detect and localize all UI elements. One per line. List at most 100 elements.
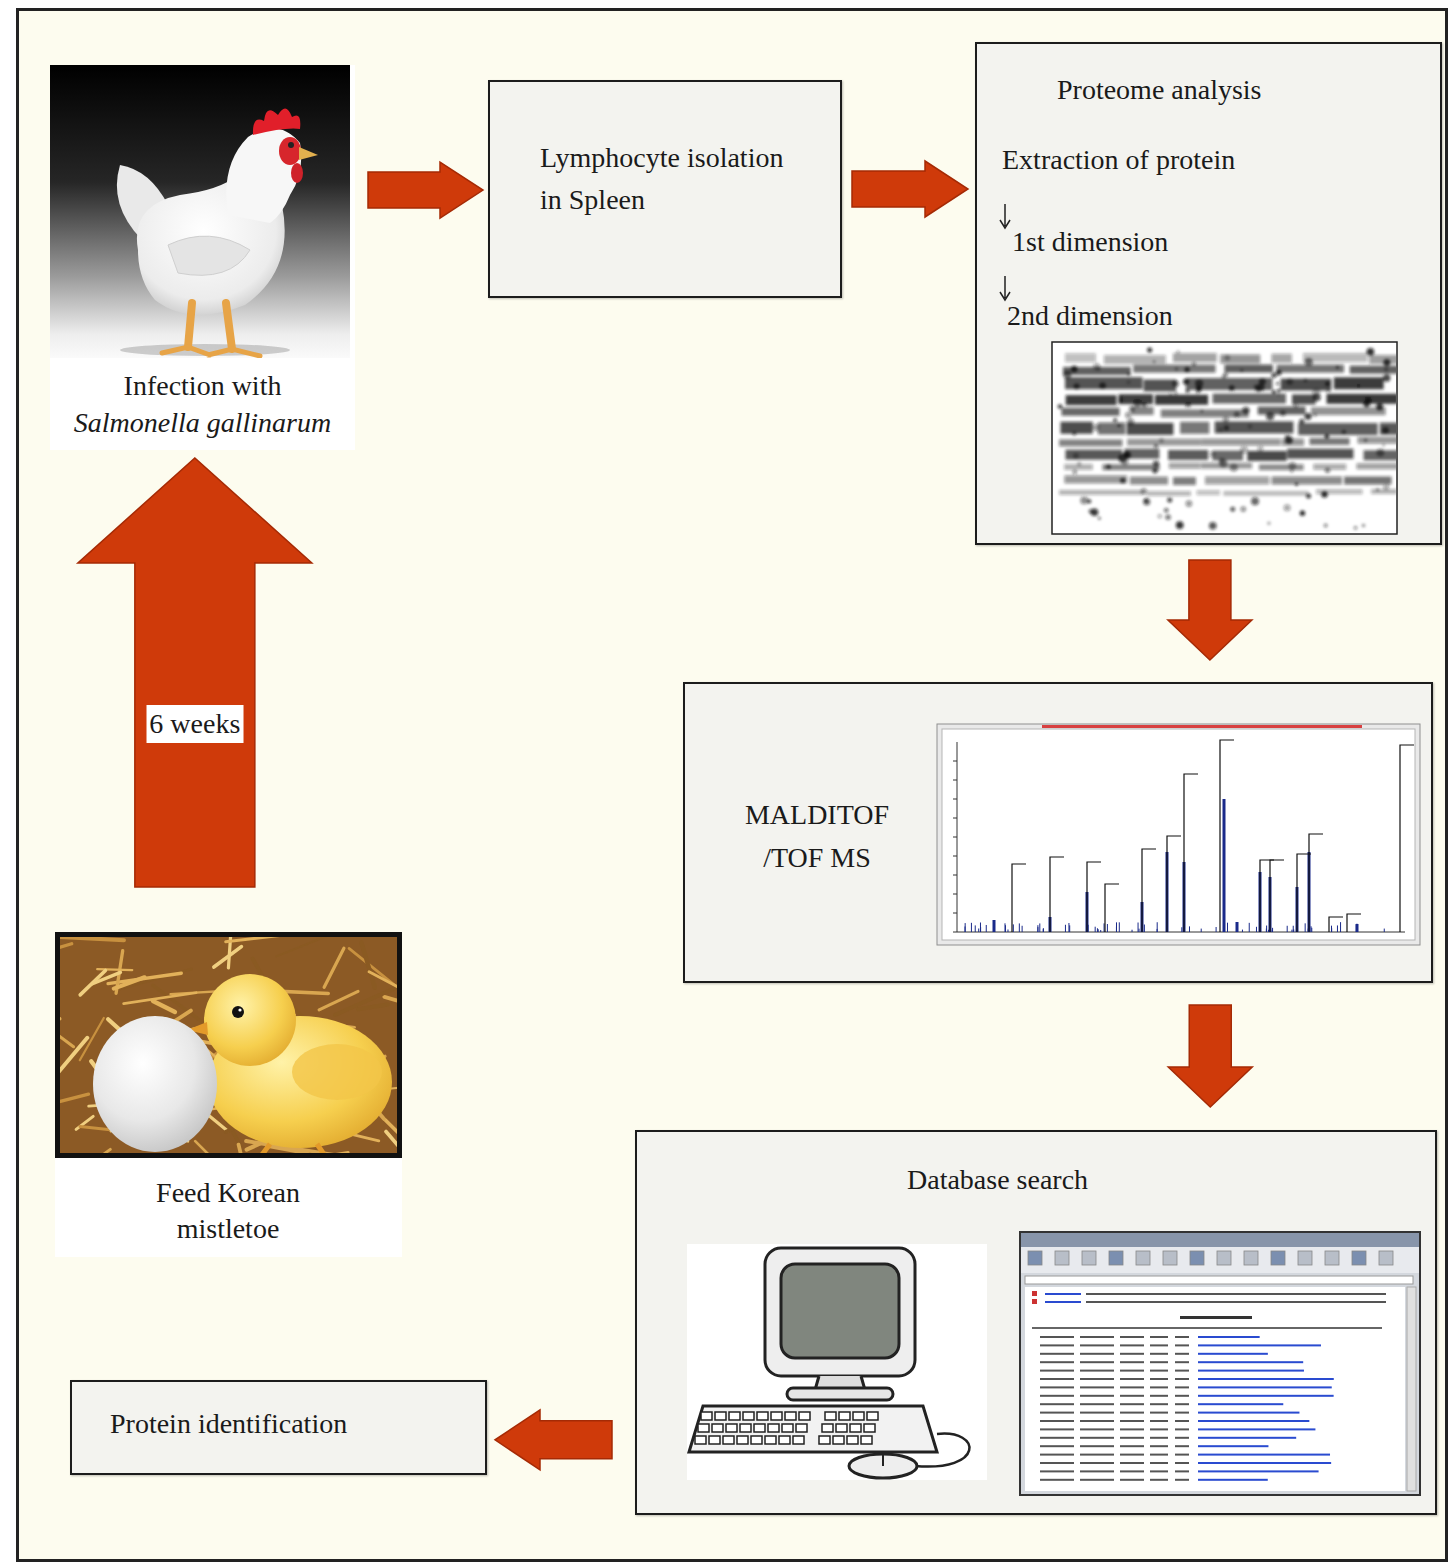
proteome-figure-part	[1354, 526, 1358, 530]
chicken-photo-part	[253, 108, 300, 135]
database-figure-part	[1040, 1479, 1074, 1481]
chick-photo	[55, 932, 402, 1158]
database-figure-part	[1080, 1420, 1114, 1422]
database-figure-part	[1040, 1437, 1074, 1439]
spectrum-figure-part	[1329, 917, 1343, 932]
database-figure-part	[1020, 1232, 1420, 1495]
database-figure-part	[1352, 1251, 1366, 1265]
proteome-figure-part	[1223, 491, 1308, 496]
proteome-figure-part	[1344, 476, 1391, 484]
spectrum-figure-part	[1068, 923, 1069, 932]
node-text: Database search	[907, 1162, 1088, 1198]
proteome-figure-part	[1324, 524, 1328, 528]
proteome-figure-part	[1247, 451, 1286, 461]
proteome-figure-part	[1242, 407, 1249, 414]
spectrum-figure-part	[1119, 922, 1120, 932]
database-figure-part	[793, 1436, 804, 1444]
proteome-figure-part	[1141, 488, 1147, 494]
proteome-figure-part	[1158, 514, 1163, 519]
proteome-figure-part	[1209, 522, 1217, 530]
database-figure-part	[1150, 1336, 1168, 1338]
database-figure-part	[825, 1412, 836, 1420]
database-figure-part	[1120, 1470, 1144, 1472]
database-figure-part	[1120, 1437, 1144, 1439]
proteome-figure-part	[1298, 423, 1378, 435]
proteome-figure-part	[1165, 515, 1170, 520]
proteome-figure-part	[1382, 444, 1385, 447]
spectrum-figure-part	[1095, 927, 1096, 932]
proteome-figure-part	[1072, 470, 1077, 475]
database-figure-part	[1040, 1395, 1074, 1397]
database-figure-part	[1120, 1336, 1144, 1338]
database-figure-part	[1150, 1403, 1168, 1405]
proteome-figure-part	[1258, 446, 1264, 452]
proteome-figure-part	[1141, 402, 1147, 408]
proteome-figure-part	[1106, 464, 1111, 469]
proteome-figure-part	[1172, 380, 1179, 387]
spectrum-figure-part	[1013, 924, 1014, 932]
proteome-figure-part	[1000, 276, 1010, 300]
proteome-figure-part	[1382, 427, 1389, 434]
database-figure-part	[1175, 1403, 1189, 1405]
proteome-figure-part	[1147, 348, 1152, 353]
database-figure-part	[1150, 1445, 1168, 1447]
spectrum-figure-part	[1356, 924, 1359, 932]
spectrum-figure-part	[1042, 725, 1362, 728]
database-figure-part	[689, 1406, 937, 1452]
spectrum-figure-part	[975, 925, 976, 932]
proteome-figure-part	[1127, 423, 1174, 435]
proteome-figure-part	[1305, 358, 1313, 366]
chicken-photo-part	[120, 344, 290, 356]
database-figure-part	[1136, 1251, 1150, 1265]
database-figure-part	[1175, 1412, 1189, 1414]
proteome-figure-part	[1153, 461, 1159, 467]
text-slot: Protein identification	[110, 1406, 347, 1442]
proteome-figure-part	[1305, 413, 1312, 420]
proteome-figure-part	[1224, 355, 1230, 361]
proteome-figure-part	[1284, 504, 1291, 511]
spectrum-figure-part	[1249, 923, 1250, 932]
database-figure-part	[1109, 1251, 1123, 1265]
database-figure-part	[1045, 1301, 1081, 1303]
proteome-figure-part	[1127, 418, 1134, 425]
database-figure-part	[1086, 1301, 1386, 1303]
database-figure-part	[1080, 1353, 1114, 1355]
proteome-figure-part	[1196, 386, 1202, 392]
proteome-figure-part	[1202, 439, 1281, 446]
proteome-figure-part	[1124, 449, 1159, 459]
database-figure-part	[1198, 1370, 1304, 1372]
spectrum-figure-part	[1266, 926, 1267, 932]
spectrum-figure-part	[1189, 926, 1190, 932]
proteome-figure-part	[1376, 449, 1384, 457]
proteome-figure-part	[1080, 497, 1088, 505]
proteome-figure-part	[1383, 359, 1390, 366]
database-figure-part	[754, 1424, 765, 1432]
database-figure-part	[1080, 1403, 1114, 1405]
database-figure-part	[723, 1436, 734, 1444]
text-slot: 2nd dimension	[1007, 298, 1173, 334]
spectrum-figure-part	[1331, 926, 1332, 932]
spectrum-figure-part	[953, 875, 957, 876]
photo-panel: Feed Korean mistletoe	[55, 932, 402, 1257]
proteome-figure-part	[1127, 439, 1201, 446]
chick-photo-part	[93, 1016, 217, 1152]
proteome-figure-part	[1058, 348, 1396, 530]
proteome-figure-part	[1363, 400, 1370, 407]
proteome-figure-part	[1155, 395, 1208, 405]
spectrum-figure-part	[1157, 929, 1158, 932]
text-slot: Proteome analysis	[1057, 72, 1262, 108]
spectrum-figure-part	[978, 928, 979, 932]
database-figure-part	[1040, 1361, 1074, 1363]
spectrum-figure-part	[1144, 925, 1145, 932]
database-figure-part	[1040, 1454, 1074, 1456]
spectrum-figure-part	[1116, 922, 1117, 932]
database-figure-part	[787, 1388, 893, 1400]
proteome-figure-part	[1248, 424, 1253, 429]
proteome-figure-part	[1000, 204, 1010, 228]
database-figure-part	[751, 1436, 762, 1444]
chick-photo-part	[55, 932, 402, 1158]
spectrum-figure-part	[1087, 862, 1101, 932]
spectrum-figure-part	[953, 856, 957, 857]
proteome-figure-part	[1130, 477, 1168, 485]
